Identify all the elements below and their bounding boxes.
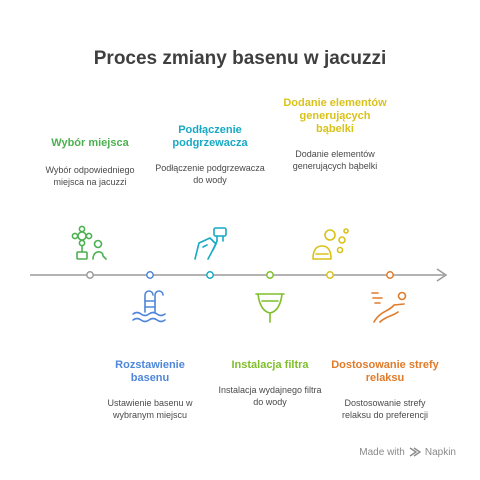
heater-plug-icon <box>194 227 227 260</box>
flower-plant-icon <box>71 225 107 260</box>
timeline-node-5 <box>326 271 334 279</box>
timeline-node-1 <box>86 271 94 279</box>
step-5: Dodanie elementów generujących bąbelki D… <box>280 97 390 172</box>
step-title: Instalacja filtra <box>231 359 309 371</box>
step-description: Dodanie elementów generujących bąbelki <box>292 149 378 171</box>
page-title: Proces zmiany basenu w jacuzzi <box>93 48 387 69</box>
step-title: Rozstawienie basenu <box>115 359 185 384</box>
timeline-node-3 <box>206 271 214 279</box>
step-1: Wybór miejsca Wybór odpowiedniego miejsc… <box>35 137 145 188</box>
footer-brand: Napkin <box>424 446 456 458</box>
step-description: Ustawienie basenu w wybranym miejscu <box>107 398 193 420</box>
step-title: Podłączenie podgrzewacza <box>172 124 248 149</box>
step-description: Instalacja wydajnego filtra do wody <box>218 385 322 407</box>
step-3: Podłączenie podgrzewacza Podłączenie pod… <box>155 124 265 186</box>
step-description: Dostosowanie strefy relaksu do preferenc… <box>341 398 429 420</box>
timeline-node-2 <box>146 271 154 279</box>
timeline-node-4 <box>266 271 274 279</box>
step-title: Wybór miejsca <box>51 137 129 149</box>
step-2: Rozstawienie basenu Ustawienie basenu w … <box>95 359 205 421</box>
step-description: Podłączenie podgrzewacza do wody <box>155 163 265 185</box>
timeline-arrowhead <box>436 268 448 282</box>
filter-funnel-icon <box>255 293 285 323</box>
timeline-node-6 <box>386 271 394 279</box>
napkin-footer: Made with Napkin <box>359 446 456 458</box>
step-6: Dostosowanie strefy relaksu Dostosowanie… <box>330 359 440 421</box>
step-title: Dodanie elementów generujących bąbelki <box>283 97 387 135</box>
pool-ladder-icon <box>132 290 166 323</box>
step-title: Dostosowanie strefy relaksu <box>331 359 439 384</box>
step-description: Wybór odpowiedniego miejsca na jacuzzi <box>45 165 135 187</box>
napkin-logo-icon <box>409 447 421 457</box>
footer-prefix: Made with <box>359 446 405 458</box>
step-4: Instalacja filtra Instalacja wydajnego f… <box>215 359 325 408</box>
relaxing-person-icon <box>371 291 407 323</box>
bubbles-icon <box>312 228 349 260</box>
